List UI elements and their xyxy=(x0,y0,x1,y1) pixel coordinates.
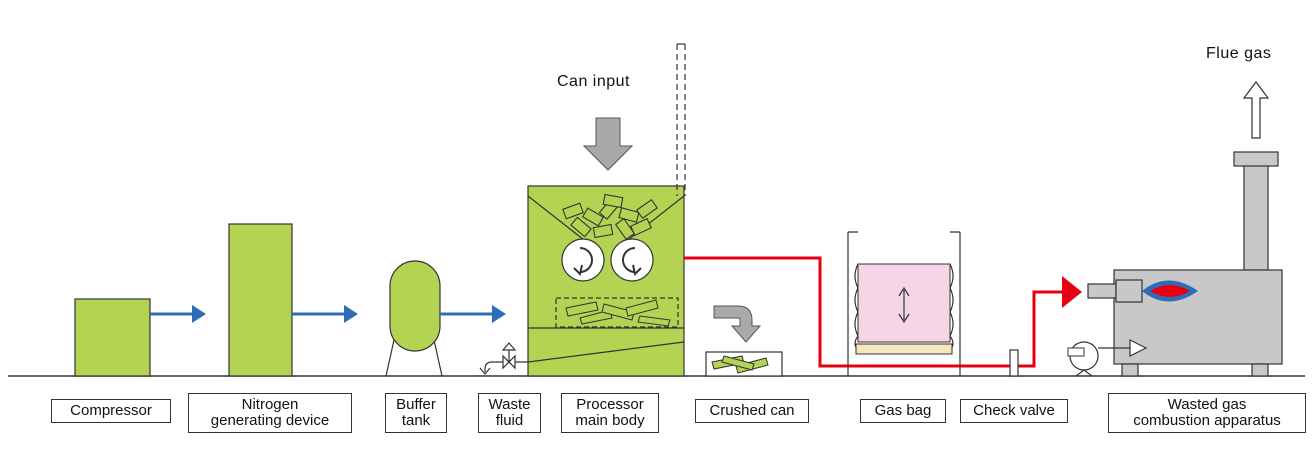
label-crushed-can: Crushed can xyxy=(695,399,809,423)
flue-gas-arrow xyxy=(1242,81,1270,139)
label-waste-fluid: Waste fluid xyxy=(478,393,541,433)
burner-flame xyxy=(1142,280,1198,302)
can-input-arrow xyxy=(582,117,634,171)
gas-bag-unit xyxy=(847,231,961,376)
can-input-label: Can input xyxy=(557,73,630,90)
crusher-roller-right xyxy=(610,238,654,282)
nitrogen-flow-arrow-3 xyxy=(440,305,506,323)
crushed-can-tray xyxy=(705,351,783,377)
label-nitrogen-generating-device: Nitrogen generating device xyxy=(188,393,352,433)
nitrogen-flow-arrow-1 xyxy=(150,305,206,323)
label-processor-main-body: Processor main body xyxy=(561,393,659,433)
blower-fan xyxy=(1067,339,1148,377)
label-check-valve: Check valve xyxy=(960,399,1068,423)
crushed-cans-inside xyxy=(565,299,671,327)
label-buffer-tank: Buffer tank xyxy=(385,393,447,433)
label-combustion-apparatus: Wasted gas combustion apparatus xyxy=(1108,393,1306,433)
flue-gas-label: Flue gas xyxy=(1206,45,1272,62)
label-gas-bag: Gas bag xyxy=(860,399,946,423)
nitrogen-flow-arrow-2 xyxy=(292,305,358,323)
check-valve-unit xyxy=(1009,349,1019,377)
compressor-unit xyxy=(74,298,151,377)
crushed-can-output-arrow xyxy=(713,305,762,343)
gas-flow-arrowhead xyxy=(1062,276,1082,308)
nitrogen-generator-unit xyxy=(228,223,293,377)
waste-fluid-valve xyxy=(479,342,530,375)
label-compressor: Compressor xyxy=(51,399,171,423)
combustion-apparatus-unit xyxy=(1087,151,1283,377)
can-pile-top xyxy=(562,193,659,241)
buffer-tank-unit xyxy=(385,260,443,377)
gas-flow-line xyxy=(684,256,1062,368)
crusher-roller-left xyxy=(561,238,605,282)
vent-stack xyxy=(676,43,686,196)
